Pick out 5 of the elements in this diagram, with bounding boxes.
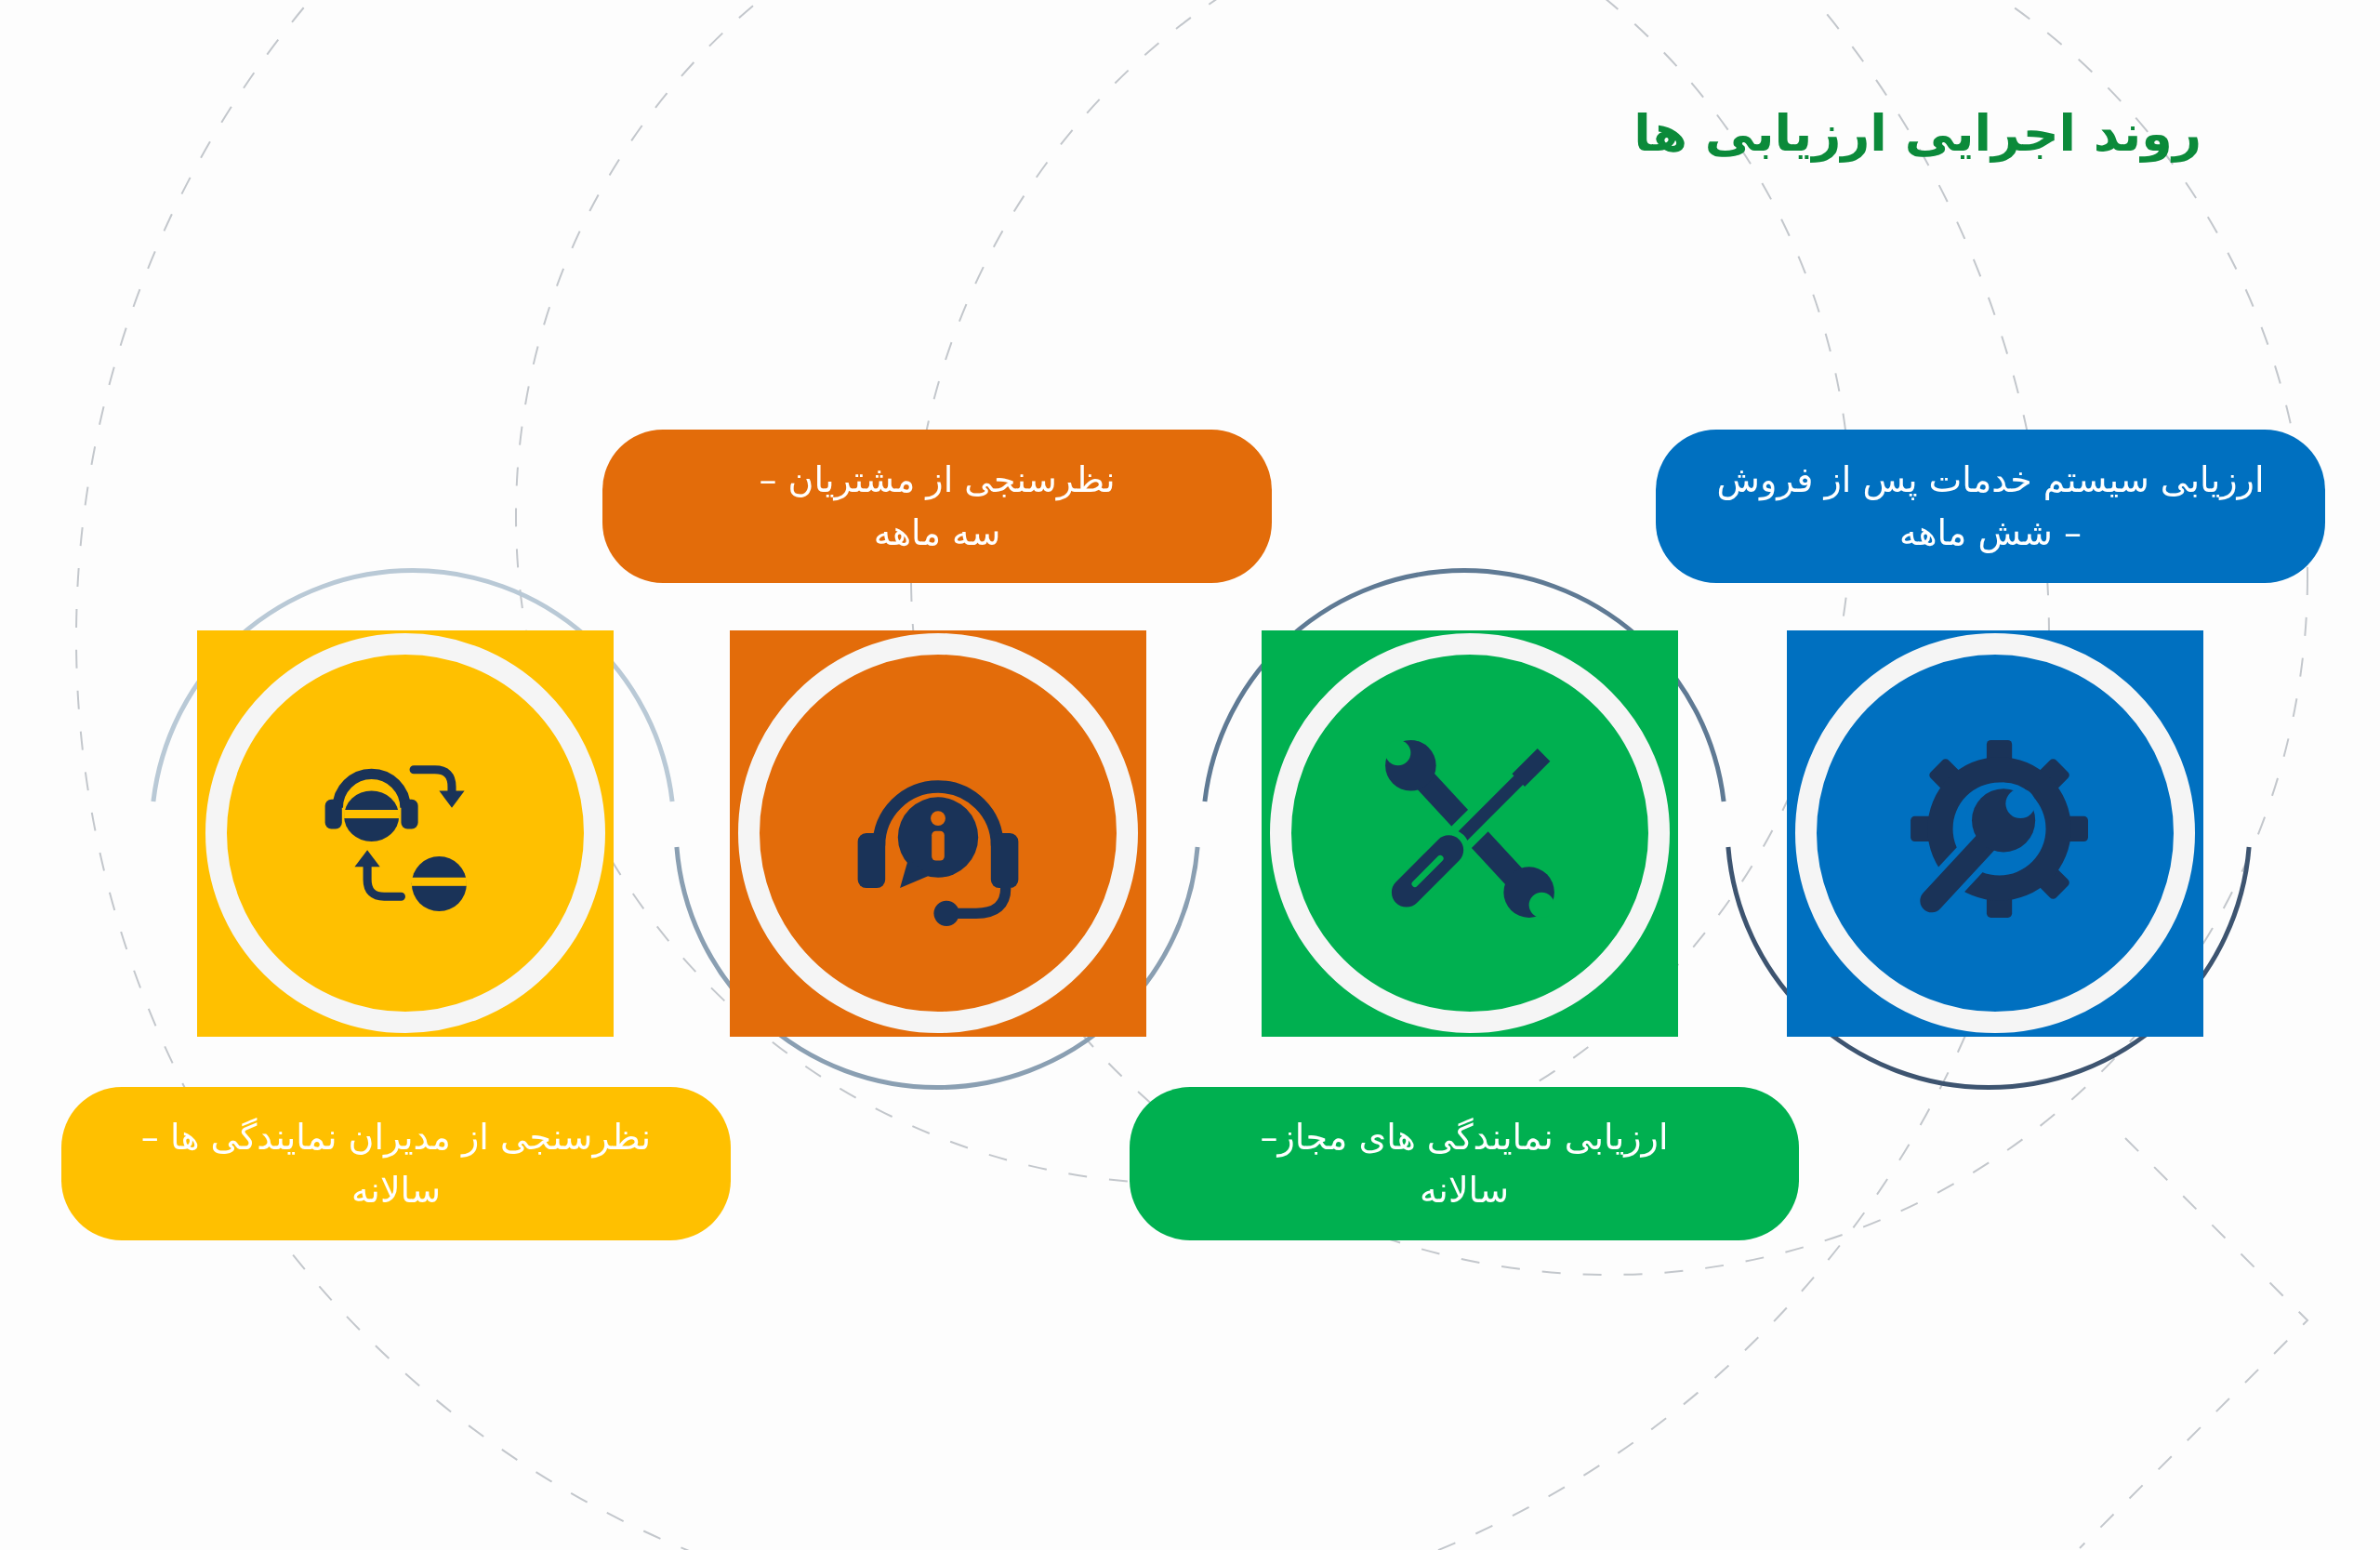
step-label: نظرسنجی از مدیران نمایندگی ها – سالانه <box>61 1087 731 1240</box>
step-label: نظرسنجی از مشتریان – سه ماهه <box>602 430 1272 583</box>
step-label: ارزیابی نمایندگی های مجاز– سالانه <box>1130 1087 1799 1240</box>
title: روند اجرایی ارزیابی ها <box>1633 104 2202 165</box>
step-label: ارزیابی سیستم خدمات پس از فروش – شش ماهه <box>1656 430 2325 583</box>
